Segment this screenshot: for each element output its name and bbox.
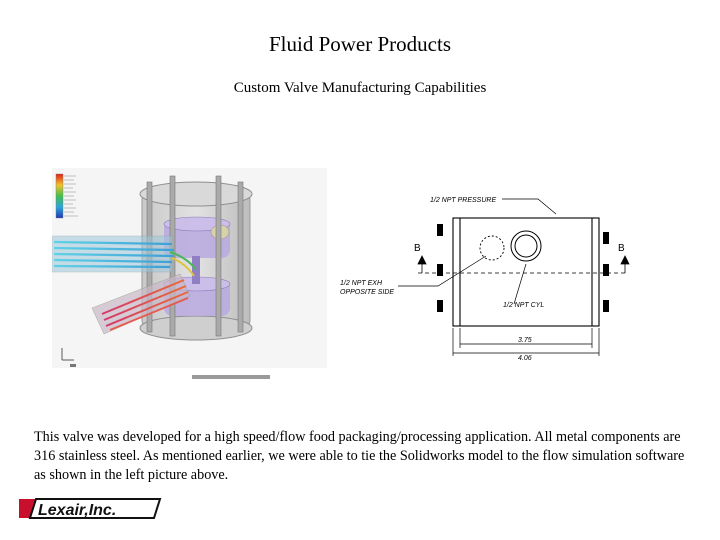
axis-triad <box>61 348 74 361</box>
slide-body-text: This valve was developed for a high spee… <box>34 429 685 483</box>
valve-technical-drawing: B B 1/2 NPT PRESSURE 1/2 NPT EXH OPPOSIT… <box>340 197 630 362</box>
label-exhaust: 1/2 NPT EXH <box>340 280 383 287</box>
cylinder-port <box>510 230 542 262</box>
dimension-lines <box>452 328 600 356</box>
color-legend-bar <box>55 173 64 219</box>
exhaust-port <box>479 235 505 261</box>
section-label-left: B <box>414 243 421 254</box>
dimension-outer: 4.06 <box>518 355 532 362</box>
leader-lines <box>398 198 557 305</box>
section-label-right: B <box>618 243 625 254</box>
lexair-logo: Lexair,Inc. <box>16 496 164 522</box>
outlet-flow-streamlines <box>91 273 191 335</box>
slide-title: Fluid Power Products <box>268 32 451 56</box>
image-caption <box>192 375 270 379</box>
inlet-flow-streamlines <box>52 235 197 277</box>
dimension-inner: 3.75 <box>518 337 532 344</box>
side-bolts <box>437 224 609 312</box>
label-pressure: 1/2 NPT PRESSURE <box>430 197 496 204</box>
legend-ticks <box>64 175 78 217</box>
flow-simulation-image <box>52 168 327 379</box>
label-cylinder: 1/2 NPT CYL <box>503 302 544 309</box>
valve-outline <box>452 217 600 327</box>
section-line <box>417 255 630 274</box>
slide-subtitle: Custom Valve Manufacturing Capabilities <box>233 80 487 96</box>
label-exhaust-note: OPPOSITE SIDE <box>340 289 394 296</box>
logo-text: Lexair,Inc. <box>38 502 116 519</box>
